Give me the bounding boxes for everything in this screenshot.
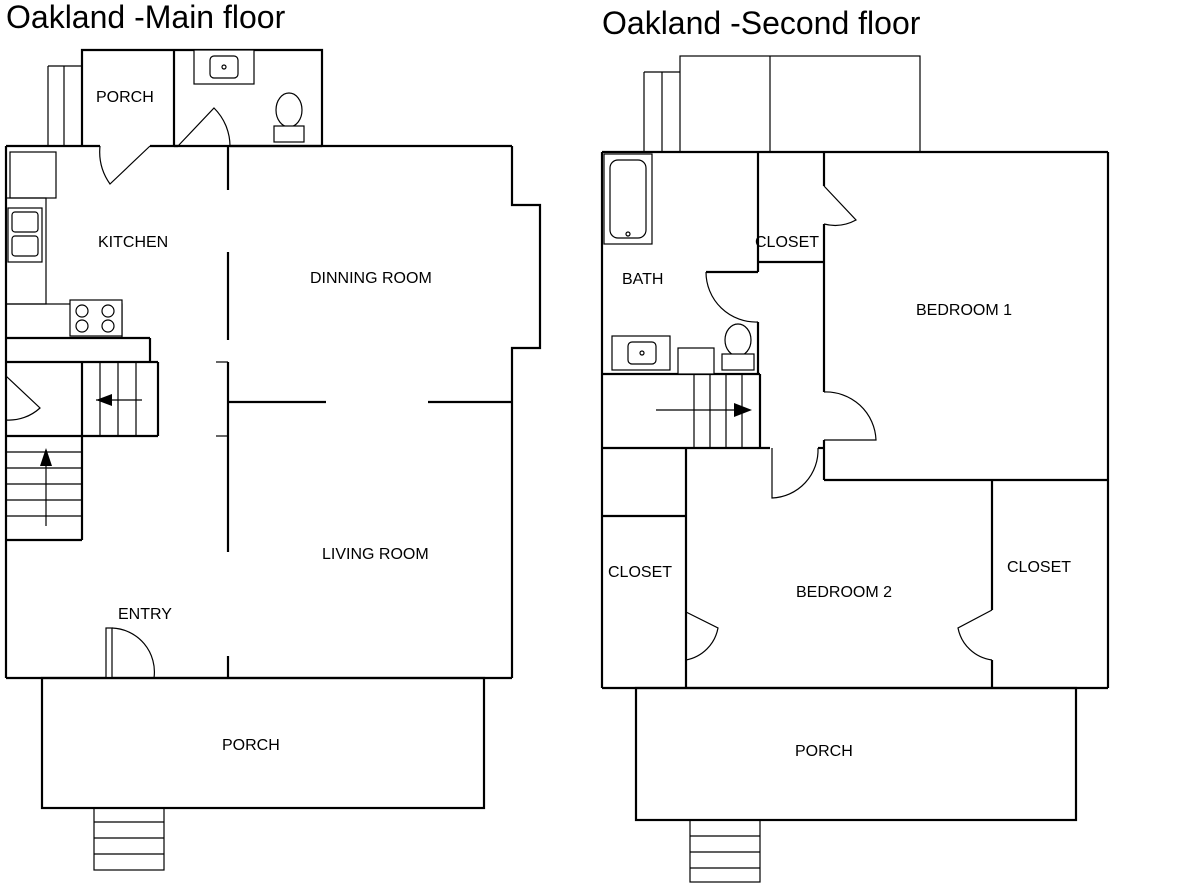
second-stairs: [656, 374, 752, 448]
back-porch-door: [99, 145, 151, 185]
bath-door: [177, 107, 231, 147]
basement-door: [5, 375, 41, 421]
bedroom-2-door: [771, 447, 819, 499]
left-closet-label: CLOSET: [608, 564, 672, 581]
kitchen-sink: [7, 207, 43, 263]
back-porch-label: PORCH: [96, 89, 154, 106]
toilet-upstairs: [724, 323, 752, 357]
stair-arrow-right-icon: [734, 403, 752, 417]
main-stairs-up: [96, 362, 142, 436]
bath-toilet: [275, 92, 303, 128]
back-porch-and-bath: [47, 48, 324, 185]
hall-closet-label: CLOSET: [755, 234, 819, 251]
bath-sink-upstairs: [611, 335, 671, 371]
bath-label: BATH: [622, 271, 663, 288]
bedroom-2-label: BEDROOM 2: [796, 584, 892, 601]
dining-room-label: DINNING ROOM: [310, 270, 432, 287]
front-porch-label: PORCH: [222, 737, 280, 754]
main-floor-walls: [4, 144, 542, 680]
second-floor-walls: [600, 150, 1110, 690]
front-porch: [40, 676, 486, 871]
right-closet-label: CLOSET: [1007, 559, 1071, 576]
main-floor-plan: PORCH KITCHEN DINNING ROOM LIVING ROOM E…: [4, 48, 542, 871]
bedroom-1-door: [823, 391, 877, 441]
second-floor-porch: [634, 686, 1078, 883]
refrigerator: [9, 151, 57, 199]
entry-label: ENTRY: [118, 606, 172, 623]
second-floor-plan: BATH CLOSET BEDROOM 1 CLOSET BEDROOM 2 C…: [600, 55, 1110, 883]
left-closet-door: [685, 611, 719, 661]
stair-arrow-left-icon: [96, 394, 112, 406]
main-stairs-down: [6, 448, 82, 526]
bath-fixtures: [603, 153, 759, 375]
entry-door: [105, 627, 156, 679]
kitchen-fixtures: [5, 151, 123, 339]
stair-arrow-up-icon: [40, 448, 52, 466]
living-room-label: LIVING ROOM: [322, 546, 429, 563]
bathtub: [603, 153, 653, 245]
second-floor-title: Oakland -Second floor: [602, 5, 921, 41]
second-floor-porch-label: PORCH: [795, 743, 853, 760]
bedroom-1-label: BEDROOM 1: [916, 302, 1012, 319]
bath-sink: [193, 49, 255, 85]
bath-door-upstairs: [705, 271, 759, 323]
back-roof: [643, 55, 921, 153]
right-closet-door: [957, 609, 993, 661]
main-floor-title: Oakland -Main floor: [6, 0, 286, 35]
kitchen-label: KITCHEN: [98, 234, 168, 251]
hall-closet-door: [823, 185, 857, 226]
